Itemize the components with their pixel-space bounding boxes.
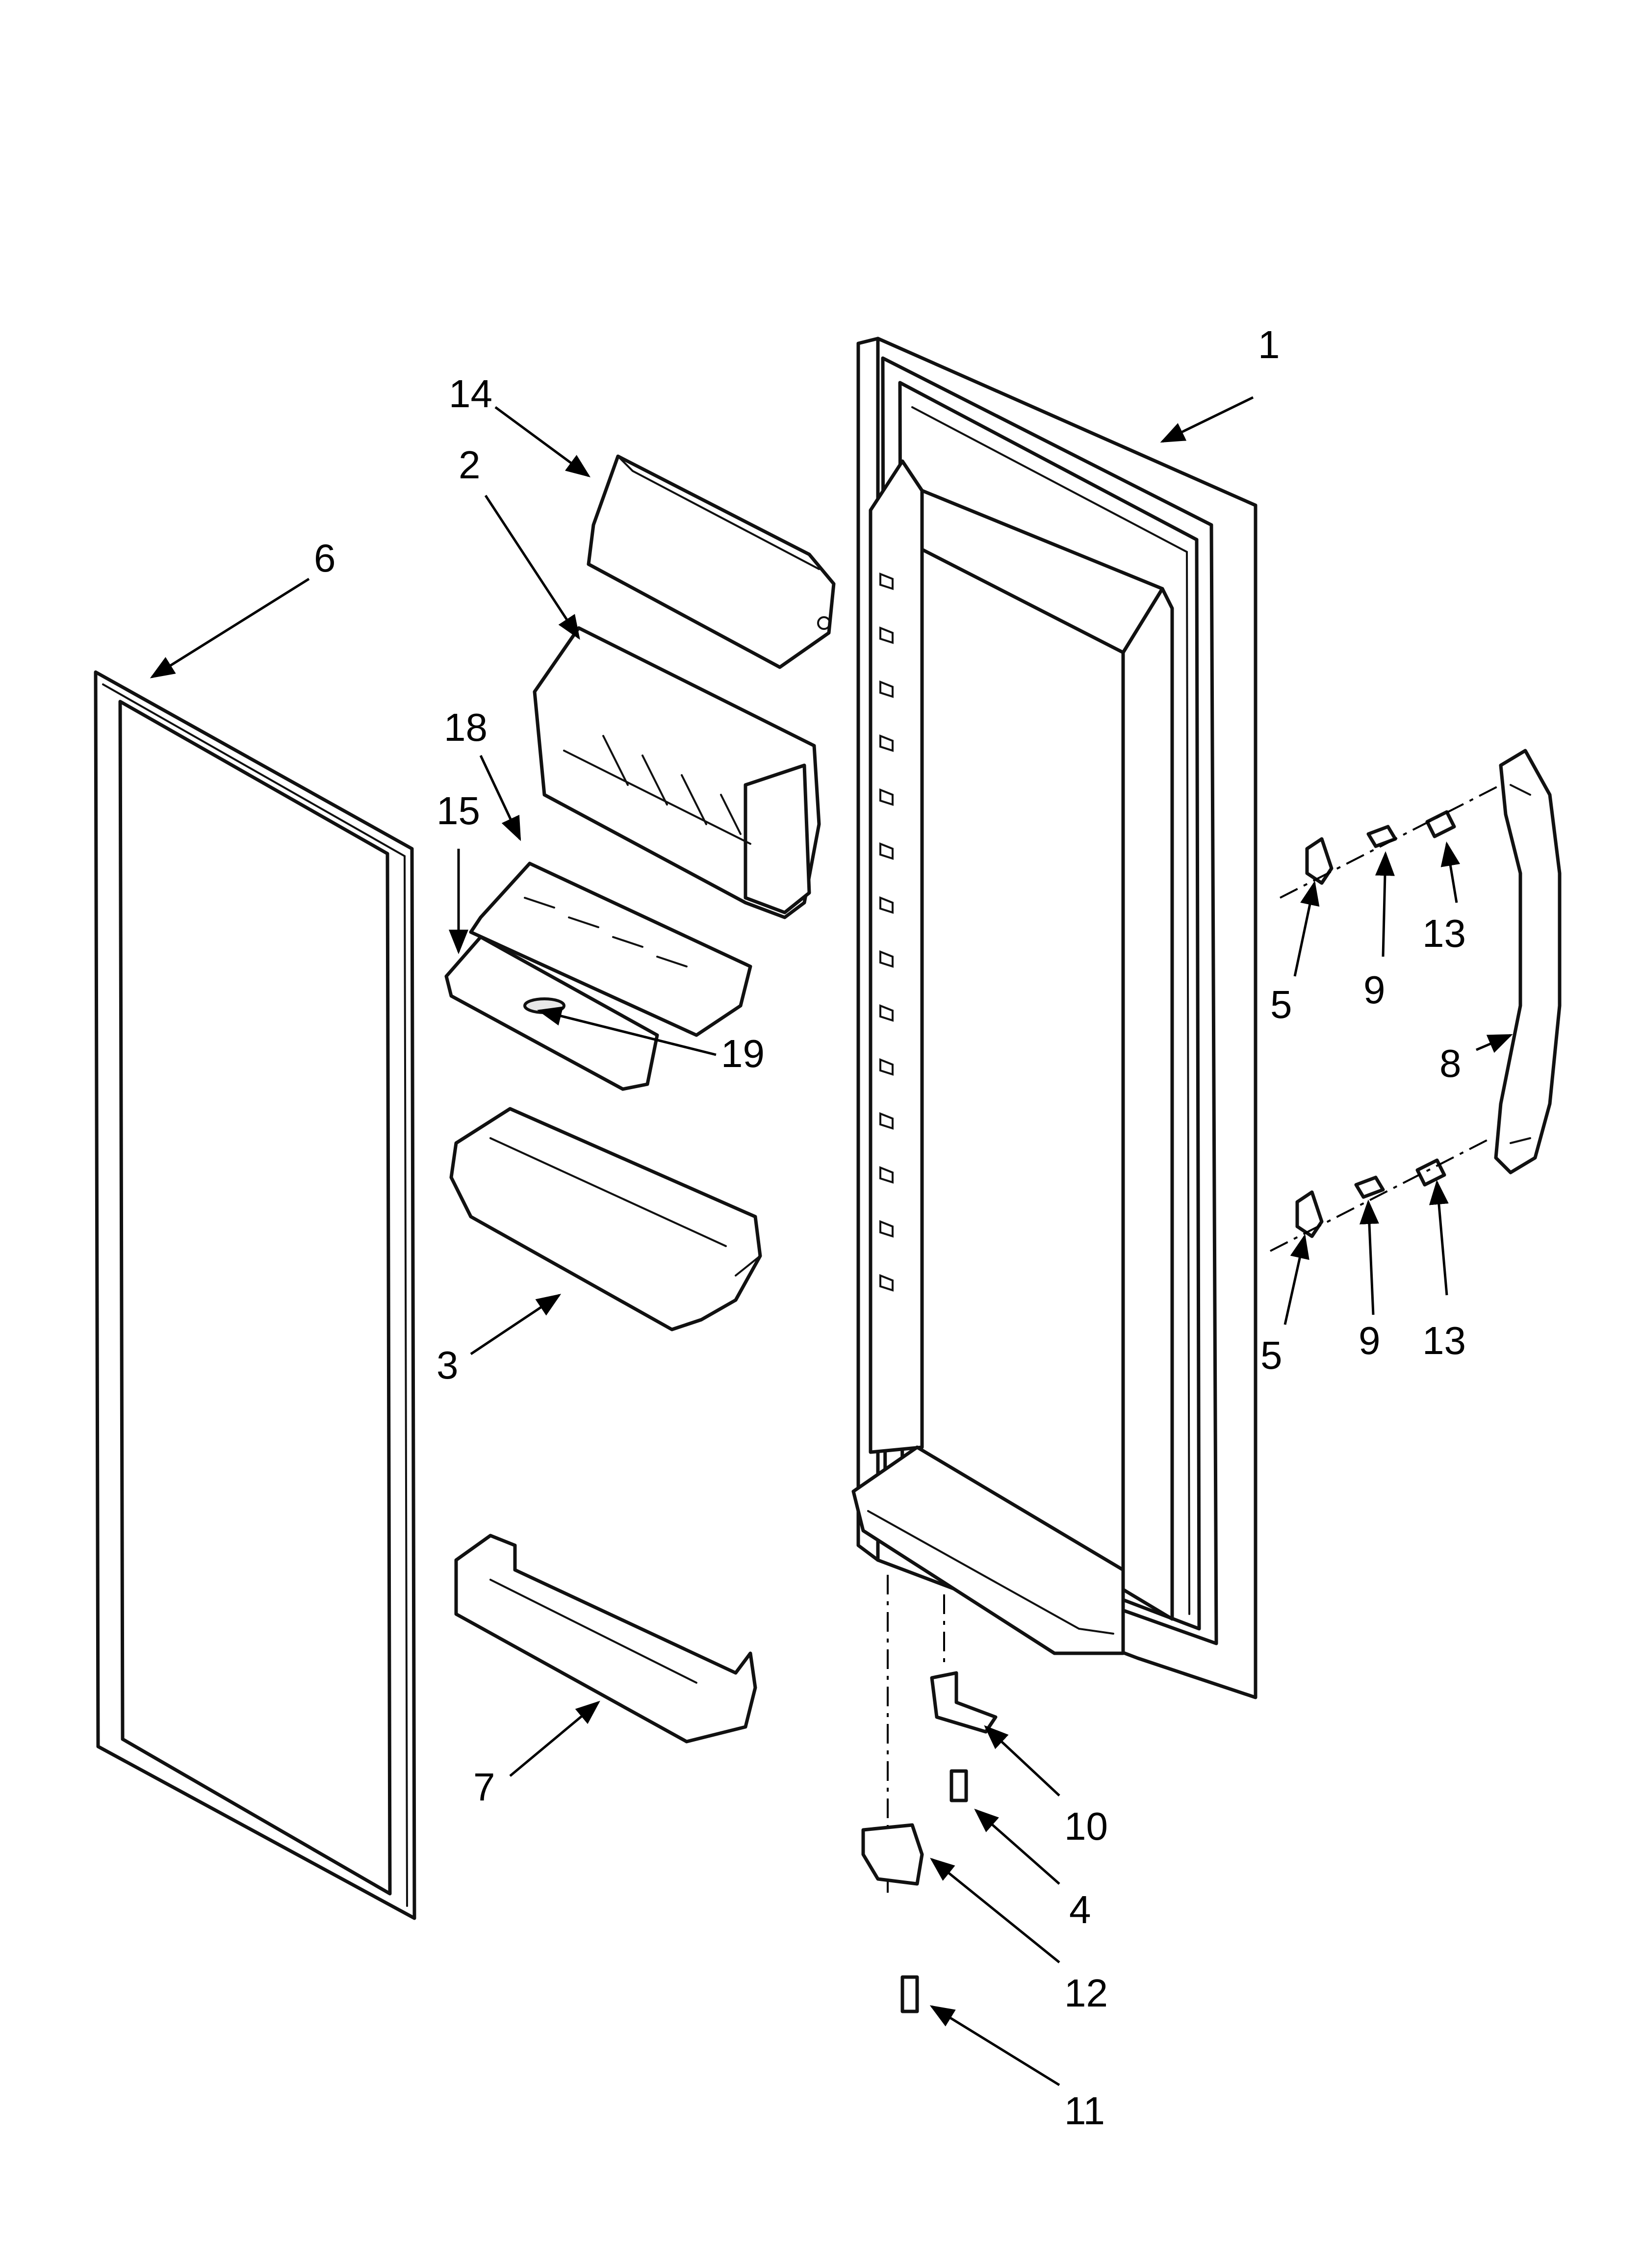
door-bin-part <box>449 1107 762 1331</box>
door-handle-part <box>1494 749 1562 1174</box>
callout-7: 7 <box>473 1765 495 1809</box>
bottom-door-bin-part <box>454 1534 757 1744</box>
callout-12: 12 <box>1064 1971 1108 2015</box>
callout-9-upper: 9 <box>1363 968 1385 1012</box>
callout-18: 18 <box>444 705 487 749</box>
callout-13-upper: 13 <box>1422 912 1466 955</box>
callout-5-upper: 5 <box>1270 983 1292 1026</box>
callout-2: 2 <box>459 443 481 487</box>
callout-14: 14 <box>449 372 492 416</box>
refrigerator-door-part <box>851 337 1257 1699</box>
callout-1: 1 <box>1258 323 1280 366</box>
callout-9-lower: 9 <box>1359 1319 1381 1362</box>
callout-8: 8 <box>1439 1042 1462 1085</box>
callout-10: 10 <box>1064 1804 1108 1848</box>
upper-handle-hardware <box>1280 784 1501 899</box>
door-gasket-part <box>94 670 416 1920</box>
hinge-hardware <box>861 1575 998 2013</box>
callout-4: 4 <box>1069 1888 1091 1931</box>
callout-13-lower: 13 <box>1422 1319 1466 1362</box>
callout-6: 6 <box>314 536 336 580</box>
callout-11: 11 <box>1064 2089 1105 2133</box>
callout-19: 19 <box>721 1032 765 1075</box>
lower-handle-hardware <box>1270 1137 1491 1252</box>
callout-3: 3 <box>436 1343 459 1387</box>
callout-labels: 1 14 2 6 18 15 19 3 7 5 9 13 8 5 9 13 10… <box>314 323 1466 2133</box>
callout-15: 15 <box>436 789 480 833</box>
leader-lines <box>150 396 1513 2086</box>
dairy-tray-part <box>469 861 752 1037</box>
callout-5-lower: 5 <box>1260 1333 1283 1377</box>
dairy-door-part <box>587 454 836 669</box>
dairy-bin-part <box>533 626 821 919</box>
